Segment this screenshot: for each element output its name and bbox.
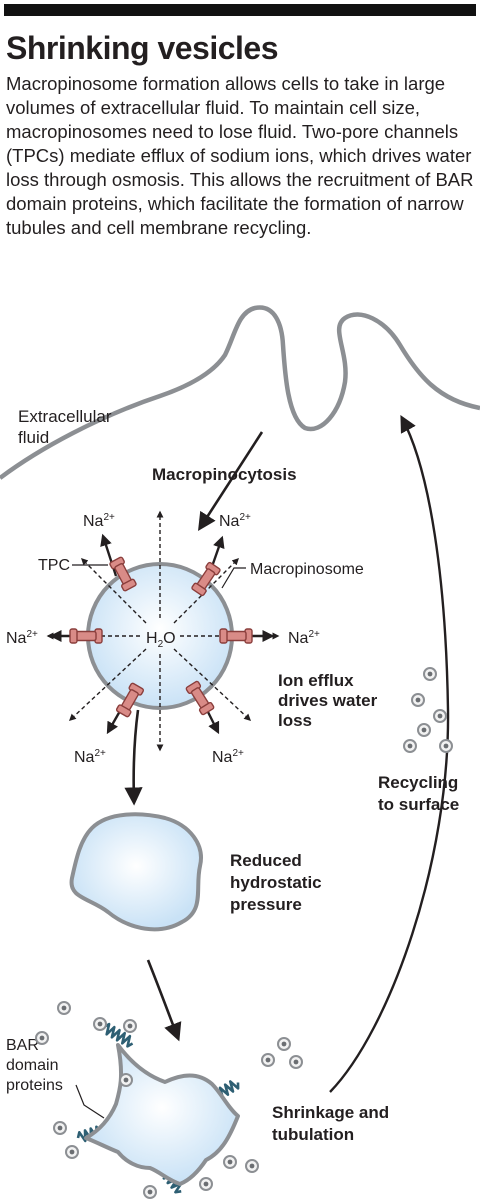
water-label: H2O — [146, 630, 176, 650]
bar-label-2: domain — [6, 1057, 58, 1074]
reduced-label-2: hydrostatic — [230, 873, 322, 892]
extracellular-label-2: fluid — [18, 428, 49, 447]
recycling-label-1: Recycling — [378, 773, 458, 792]
figure-title: Shrinking vesicles — [6, 30, 279, 66]
arrow-recycling — [329, 415, 450, 1093]
shrink-label-2: tubulation — [272, 1125, 354, 1144]
macropinosome-callout-line — [221, 567, 246, 589]
efflux-label-3: loss — [278, 711, 312, 730]
efflux-label-1: Ion efflux — [278, 671, 354, 690]
arrow-macropinocytosis — [198, 431, 264, 532]
bar-label-1: BAR — [6, 1037, 39, 1054]
shrink-label-1: Shrinkage and — [272, 1103, 389, 1122]
diagram: Extracellular fluid Macropinocytosis H2O… — [0, 305, 480, 1199]
recycling-label-2: to surface — [378, 795, 459, 814]
intro-paragraph: Macropinosome formation allows cells to … — [6, 73, 474, 238]
arrow-to-shrinkage — [146, 959, 182, 1042]
reduced-vesicle — [69, 812, 203, 932]
cell-membrane — [0, 305, 480, 480]
extracellular-label-1: Extracellular — [18, 407, 112, 426]
ion-label-top-right: Na2+ — [219, 512, 251, 530]
reduced-label-3: pressure — [230, 895, 302, 914]
tpc-label: TPC — [38, 557, 70, 574]
ion-label-right: Na2+ — [288, 629, 320, 647]
arrow-to-reduced — [124, 709, 143, 806]
ion-label-bottom-right: Na2+ — [212, 748, 244, 766]
macropinosome-label: Macropinosome — [250, 561, 364, 578]
bar-label-3: proteins — [6, 1077, 63, 1094]
reduced-label-1: Reduced — [230, 851, 302, 870]
efflux-label-2: drives water — [278, 691, 378, 710]
top-rule — [4, 4, 476, 16]
tubulating-vesicle — [84, 1043, 240, 1186]
bar-callout-line — [75, 1084, 105, 1119]
macropinocytosis-label: Macropinocytosis — [152, 465, 297, 484]
ion-label-bottom-left: Na2+ — [74, 748, 106, 766]
ion-label-top-left: Na2+ — [83, 512, 115, 530]
ion-label-left: Na2+ — [6, 629, 38, 647]
